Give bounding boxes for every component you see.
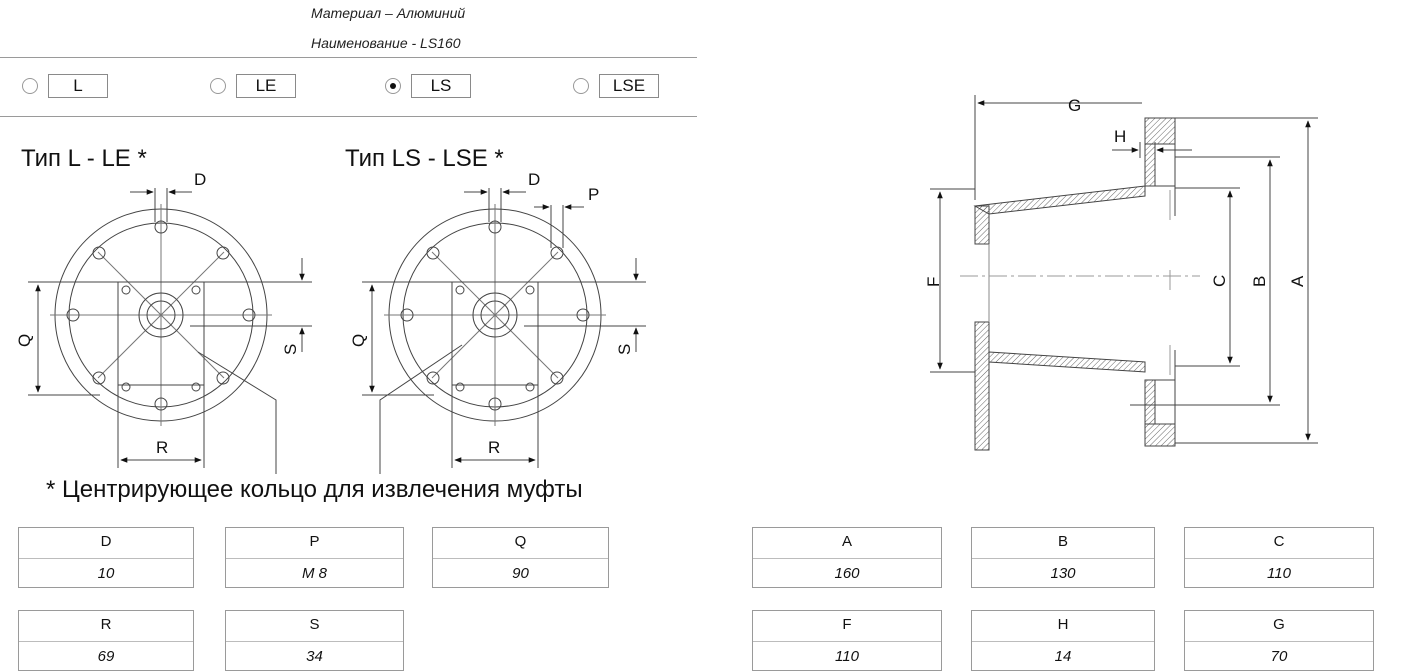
flange-section-view: G H F C B A [924, 95, 1318, 451]
dim-s-label-l: S [281, 344, 300, 355]
dim-p-label-ls: P [588, 185, 599, 204]
option-ls-label: LS [411, 74, 471, 98]
dim-q-label-l: Q [15, 334, 34, 347]
cell-d: D 10 [18, 527, 194, 588]
radio-ls-selected[interactable] [385, 78, 401, 94]
cell-header: S [226, 611, 403, 642]
dim-d-label-ls: D [528, 170, 540, 189]
radio-l[interactable] [22, 78, 38, 94]
dim-r-label-ls: R [488, 438, 500, 457]
cell-h: H 14 [971, 610, 1155, 671]
cell-header: H [972, 611, 1154, 642]
type-ls-drawing [362, 188, 646, 474]
dim-r-label-l: R [156, 438, 168, 457]
dim-g-label: G [1068, 96, 1081, 115]
dim-h-label: H [1114, 127, 1126, 146]
cell-header: Q [433, 528, 608, 559]
cell-value: 130 [1050, 565, 1076, 582]
type-l-drawing [28, 188, 312, 474]
cell-s: S 34 [225, 610, 404, 671]
options-rule [0, 116, 697, 117]
section-dimensions [930, 95, 1318, 444]
cell-f: F 110 [752, 610, 942, 671]
type-l-title: Тип L - LE * [21, 145, 147, 172]
radio-lse[interactable] [573, 78, 589, 94]
cell-value: 110 [835, 648, 859, 665]
cell-value: 70 [1270, 648, 1288, 665]
material-text: Материал – Алюминий [311, 5, 466, 21]
cell-value: 160 [834, 565, 860, 582]
cell-header: G [1185, 611, 1373, 642]
header-rule [0, 57, 697, 58]
cell-value: 34 [306, 648, 323, 665]
name-text: Наименование - LS160 [311, 35, 461, 51]
cell-header: D [19, 528, 193, 559]
radio-le[interactable] [210, 78, 226, 94]
type-ls-title: Тип LS - LSE * [345, 145, 504, 172]
footnote: * Центрирующее кольцо для извлечения муф… [46, 476, 583, 503]
cell-header: F [753, 611, 941, 642]
cell-r: R 69 [18, 610, 194, 671]
flange-front-views: D Q S R [15, 170, 646, 474]
cell-value: 110 [1267, 565, 1291, 582]
option-l-label: L [48, 74, 108, 98]
section-body [960, 117, 1200, 451]
cell-header: B [972, 528, 1154, 559]
dim-s-label-ls: S [615, 344, 634, 355]
dim-f-label: F [924, 277, 943, 287]
cell-g: G 70 [1184, 610, 1374, 671]
option-le-label: LE [236, 74, 296, 98]
cell-a: A 160 [752, 527, 942, 588]
cell-value: 10 [97, 565, 115, 582]
cell-value: 69 [97, 648, 115, 665]
cell-header: C [1185, 528, 1373, 559]
dim-d-label-l: D [194, 170, 206, 189]
dim-c-label: C [1210, 275, 1229, 287]
dim-b-label: B [1250, 276, 1269, 287]
dim-a-label: A [1288, 275, 1307, 287]
cell-header: P [226, 528, 403, 559]
cell-value: 14 [1054, 648, 1072, 665]
cell-header: R [19, 611, 193, 642]
cell-value: 90 [512, 565, 529, 582]
dim-q-label-ls: Q [349, 334, 368, 347]
cell-b: B 130 [971, 527, 1155, 588]
cell-header: A [753, 528, 941, 559]
cell-q: Q 90 [432, 527, 609, 588]
cell-p: P M 8 [225, 527, 404, 588]
cell-value: M 8 [301, 565, 327, 582]
option-lse-label: LSE [599, 74, 659, 98]
cell-c: C 110 [1184, 527, 1374, 588]
